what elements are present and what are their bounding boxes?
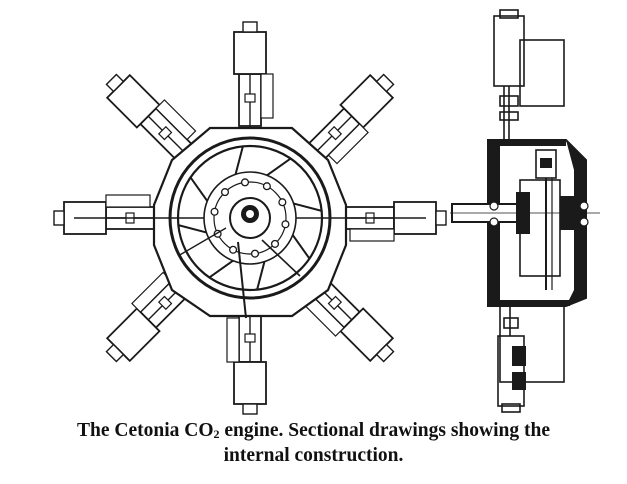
- valve-housing: [226, 317, 240, 363]
- cylinder-arm: [233, 21, 274, 138]
- cylinder-cap: [375, 73, 395, 93]
- cylinder-cap: [375, 343, 395, 363]
- crank-web: [540, 158, 552, 168]
- cylinder-cap: [242, 21, 258, 33]
- cylinder-cap: [105, 73, 125, 93]
- rod-collar: [503, 317, 519, 329]
- connecting-rod: [177, 227, 227, 257]
- cylinder-cap: [242, 403, 258, 415]
- spoke: [290, 232, 311, 260]
- bearing-ball: [489, 201, 499, 211]
- hub-bolt: [278, 198, 287, 207]
- cylinder-head: [233, 361, 267, 405]
- connecting-rod: [261, 239, 301, 277]
- valve-housing: [349, 228, 395, 242]
- lower-valve: [512, 372, 526, 390]
- spoke: [291, 201, 322, 212]
- rod-collar: [499, 95, 519, 107]
- hub-bolt: [250, 249, 260, 258]
- hub-bolt: [281, 220, 290, 229]
- bearing-ball: [579, 201, 589, 211]
- bottom-cylinder: [497, 335, 525, 407]
- lower-valve: [512, 346, 526, 366]
- hub-bolt: [270, 239, 280, 248]
- front-view: [53, 21, 447, 415]
- caption-line-2: internal construction.: [223, 445, 404, 466]
- spoke: [189, 176, 210, 204]
- bottom-cylinder-cap: [501, 403, 521, 413]
- connecting-rod: [237, 241, 247, 319]
- top-cylinder-cap: [499, 9, 519, 19]
- rod-collar: [327, 125, 343, 141]
- bottom-valve-box: [499, 305, 565, 383]
- engine-drawings: [53, 9, 600, 415]
- rod-collar: [244, 333, 256, 343]
- cylinder-cap: [105, 343, 125, 363]
- rod-collar: [499, 111, 519, 121]
- hub-bolt-ring: [213, 181, 287, 255]
- rod-collar: [157, 125, 173, 141]
- spoke: [178, 224, 209, 235]
- cylinder-arm: [330, 201, 447, 242]
- hub-bolt: [229, 245, 238, 254]
- valve-housing: [327, 123, 369, 165]
- flywheel-spokes: [74, 146, 426, 290]
- valve-housing: [105, 194, 151, 208]
- hub-bolt: [262, 182, 271, 191]
- valve-housing: [260, 73, 274, 119]
- crankcase-bottom-wall: [500, 300, 570, 306]
- rod-collar: [327, 295, 343, 311]
- caption-line-1: The Cetonia CO2 engine. Sectional drawin…: [77, 420, 550, 441]
- cylinder-cap: [53, 210, 65, 226]
- top-valve-box: [519, 39, 565, 107]
- figure-caption: The Cetonia CO2 engine. Sectional drawin…: [0, 420, 627, 466]
- crankcase-top-wall: [500, 140, 566, 146]
- spoke: [264, 157, 292, 178]
- bearing-ball: [489, 217, 499, 227]
- spoke: [256, 259, 267, 290]
- rod-collar: [157, 295, 173, 311]
- spoke: [233, 146, 244, 177]
- spoke: [208, 258, 236, 279]
- cylinder-cap: [435, 210, 447, 226]
- hub-bolt: [220, 188, 230, 197]
- crankshaft-pin: [246, 210, 254, 218]
- bearing-ball: [579, 217, 589, 227]
- hub-bolt: [240, 178, 250, 187]
- valve-housing: [155, 99, 197, 141]
- hub-bolt: [210, 207, 219, 216]
- cylinder-arm: [53, 194, 170, 235]
- cylinder-head: [233, 31, 267, 75]
- hub-bolts: [210, 178, 290, 258]
- rod-collar: [244, 93, 256, 103]
- side-section-view: [450, 9, 600, 413]
- cylinder-arm: [306, 73, 395, 165]
- cylinder-arm: [226, 298, 267, 415]
